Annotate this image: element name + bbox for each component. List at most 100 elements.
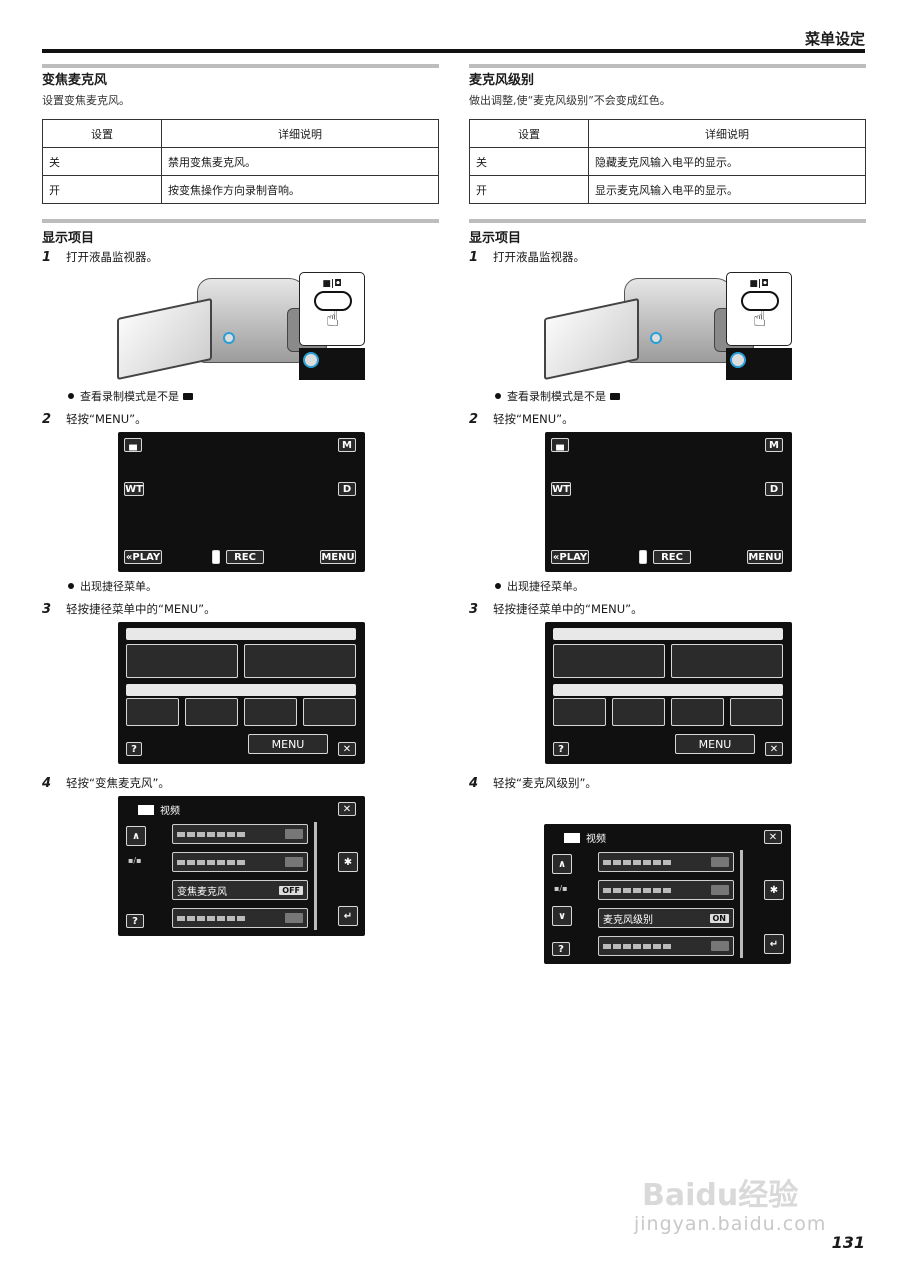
back-icon[interactable]: ↵ [338,906,358,926]
gear-icon[interactable]: ✱ [338,852,358,872]
gear-icon[interactable]: ✱ [764,880,784,900]
scroll-up-button[interactable]: ∧ [552,854,572,874]
camcorder-lcd [117,297,212,381]
mode-switch-button[interactable] [741,291,779,311]
menu-button[interactable]: MENU [248,734,328,754]
bullet-check-mode: 查看录制模式是不是 [495,388,620,404]
menu-header-bar [126,628,356,640]
close-button[interactable]: ✕ [764,830,782,844]
menu-button[interactable]: MENU [747,550,783,564]
help-button[interactable]: ? [552,942,570,956]
shortcut-tile[interactable] [185,698,238,726]
table-row: 关 禁用变焦麦克风。 [42,147,439,176]
table-cell: 禁用变焦麦克风。 [161,147,439,176]
help-button[interactable]: ? [553,742,569,756]
table-cell: 开 [42,175,162,204]
shortcut-tile[interactable] [126,644,238,678]
play-button[interactable]: «PLAY [551,550,589,564]
watermark-url: jingyan.baidu.com [634,1213,827,1235]
table-cell: 关 [42,147,162,176]
menu-item[interactable] [172,852,308,872]
display-items-title: 显示项目 [469,231,522,246]
section-bar [469,219,866,223]
shortcut-tile[interactable] [671,644,783,678]
step-text: 轻按捷径菜单中的“MENU”。 [66,602,216,616]
zoom-wt-button[interactable]: WT [124,482,144,496]
table-header: 设置 [469,119,589,148]
rec-button[interactable]: REC [226,550,264,564]
menu-item[interactable] [598,936,734,956]
bullet-dot [68,393,74,399]
step-text: 打开液晶监视器。 [493,250,585,264]
help-button[interactable]: ? [126,914,144,928]
bullet-text: 查看录制模式是不是 [507,390,606,403]
back-icon[interactable]: ↵ [764,934,784,954]
manual-mode-button[interactable]: M [338,438,356,452]
menu-title-text: 视频 [586,834,606,845]
scrollbar[interactable] [740,850,743,958]
table-cell: 开 [469,175,589,204]
close-button[interactable]: ✕ [338,802,356,816]
manual-mode-button[interactable]: M [765,438,783,452]
shortcut-tile[interactable] [126,698,179,726]
menu-button[interactable]: MENU [320,550,356,564]
table-header: 详细说明 [161,119,439,148]
display-button[interactable]: D [765,482,783,496]
section-title: 变焦麦克风 [42,73,108,88]
section-title: 麦克风级别 [469,73,535,88]
section-bar [42,64,439,68]
video-mode-icon[interactable] [303,352,319,368]
menu-item[interactable] [172,908,308,928]
scroll-up-button[interactable]: ∧ [126,826,146,846]
step-number: 4 [469,775,479,791]
shortcut-tile[interactable] [553,698,606,726]
shortcut-tile[interactable] [244,644,356,678]
bullet-text: 出现捷径菜单。 [507,580,584,593]
video-photo-icon: ■|◘ [322,279,342,289]
step-number: 3 [42,601,52,617]
video-mode-icon[interactable]: ▄ [551,438,569,452]
step-text: 轻按“MENU”。 [493,412,574,426]
menu-item[interactable] [598,852,734,872]
video-mode-icon[interactable] [730,352,746,368]
page-indicator: ▪/▪ [554,884,568,893]
mode-switch-button[interactable] [314,291,352,311]
step-text: 轻按“MENU”。 [66,412,147,426]
shortcut-tile[interactable] [612,698,665,726]
shortcut-tile[interactable] [303,698,356,726]
menu-item[interactable] [598,880,734,900]
step-text: 轻按捷径菜单中的“MENU”。 [493,602,643,616]
play-button[interactable]: «PLAY [124,550,162,564]
step-3: 3 轻按捷径菜单中的“MENU”。 [469,601,643,617]
close-button[interactable]: ✕ [338,742,356,756]
video-mode-icon[interactable]: ▄ [124,438,142,452]
mode-indicator [726,348,792,380]
menu-item-label: 麦克风级别 [603,914,653,926]
scrollbar[interactable] [314,822,317,930]
mode-button-callout: ■|◘ ☝ [726,272,792,346]
bullet-check-mode: 查看录制模式是不是 [68,388,193,404]
page-indicator: ▪/▪ [128,856,142,865]
menu-item-state: OFF [279,885,303,895]
shortcut-tile[interactable] [244,698,297,726]
bullet-dot [495,583,501,589]
menu-item-mic-level[interactable]: 麦克风级别 ON [598,908,734,928]
step-4: 4 轻按“变焦麦克风”。 [42,775,170,791]
shortcut-tile[interactable] [671,698,724,726]
zoom-wt-button[interactable]: WT [551,482,571,496]
table-cell: 隐藏麦克风输入电平的显示。 [588,147,866,176]
scroll-down-button[interactable]: ∨ [552,906,572,926]
table-cell: 显示麦克风输入电平的显示。 [588,175,866,204]
display-button[interactable]: D [338,482,356,496]
step-text: 轻按“麦克风级别”。 [493,776,597,790]
shortcut-tile[interactable] [553,644,665,678]
table-row: 开 显示麦克风输入电平的显示。 [469,175,866,204]
close-button[interactable]: ✕ [765,742,783,756]
shortcut-tile[interactable] [730,698,783,726]
help-button[interactable]: ? [126,742,142,756]
menu-item-zoom-mic[interactable]: 变焦麦克风 OFF [172,880,308,900]
recording-screen: ▄ M WT D «PLAY REC MENU [545,432,792,572]
menu-button[interactable]: MENU [675,734,755,754]
menu-item[interactable] [172,824,308,844]
rec-button[interactable]: REC [653,550,691,564]
